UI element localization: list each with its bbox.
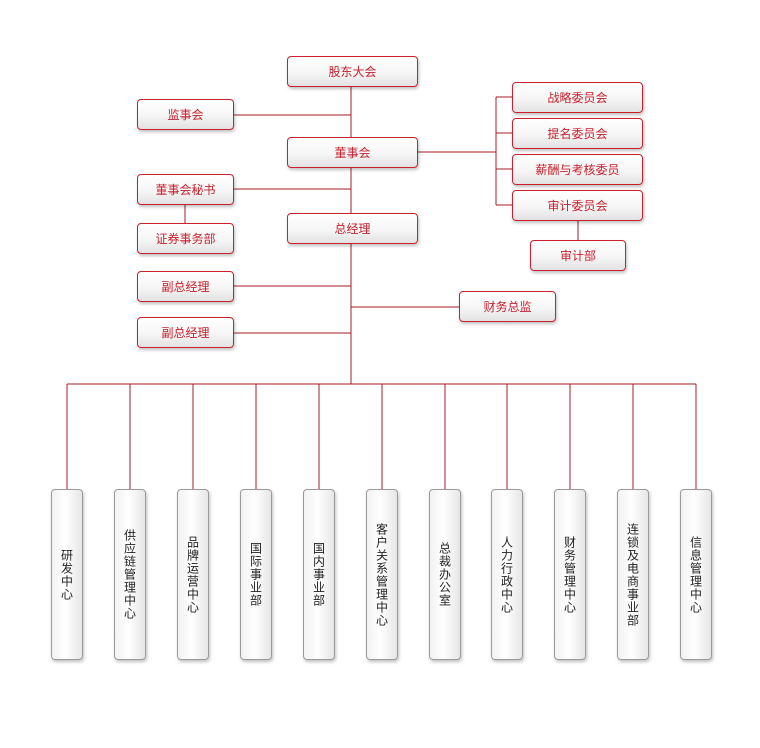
node-board-secretary[interactable]: 董事会秘书 bbox=[137, 174, 234, 205]
dept-label: 人力行政中心 bbox=[499, 535, 514, 614]
node-compensation-committee[interactable]: 薪酬与考核委员 bbox=[512, 154, 643, 185]
dept-label: 国际事业部 bbox=[248, 542, 263, 607]
dept-international[interactable]: 国际事业部 bbox=[240, 489, 272, 660]
node-nomination-committee[interactable]: 提名委员会 bbox=[512, 118, 643, 149]
dept-label: 财务管理中心 bbox=[562, 535, 577, 614]
dept-info-management[interactable]: 信息管理中心 bbox=[680, 489, 712, 660]
dept-label: 总裁办公室 bbox=[437, 542, 452, 607]
dept-label: 供应链管理中心 bbox=[122, 529, 137, 620]
node-cfo[interactable]: 财务总监 bbox=[459, 291, 556, 322]
dept-label: 品牌运营中心 bbox=[185, 535, 200, 614]
node-general-manager[interactable]: 总经理 bbox=[287, 213, 418, 244]
dept-finance[interactable]: 财务管理中心 bbox=[554, 489, 586, 660]
dept-label: 研发中心 bbox=[59, 548, 74, 601]
node-shareholders[interactable]: 股东大会 bbox=[287, 56, 418, 87]
node-deputy-gm-1[interactable]: 副总经理 bbox=[137, 271, 234, 302]
dept-supply-chain[interactable]: 供应链管理中心 bbox=[114, 489, 146, 660]
dept-brand-operations[interactable]: 品牌运营中心 bbox=[177, 489, 209, 660]
node-strategy-committee[interactable]: 战略委员会 bbox=[512, 82, 643, 113]
node-audit-committee[interactable]: 审计委员会 bbox=[512, 190, 643, 221]
dept-hr-admin[interactable]: 人力行政中心 bbox=[491, 489, 523, 660]
dept-domestic[interactable]: 国内事业部 bbox=[303, 489, 335, 660]
node-securities-dept[interactable]: 证券事务部 bbox=[137, 223, 234, 254]
node-board[interactable]: 董事会 bbox=[287, 137, 418, 168]
node-audit-dept[interactable]: 审计部 bbox=[530, 240, 626, 271]
dept-crm[interactable]: 客户关系管理中心 bbox=[366, 489, 398, 660]
dept-chain-ecommerce[interactable]: 连锁及电商事业部 bbox=[617, 489, 649, 660]
dept-rd-center[interactable]: 研发中心 bbox=[51, 489, 83, 660]
node-supervisory-board[interactable]: 监事会 bbox=[137, 99, 234, 130]
node-deputy-gm-2[interactable]: 副总经理 bbox=[137, 317, 234, 348]
dept-label: 信息管理中心 bbox=[688, 535, 703, 614]
dept-label: 连锁及电商事业部 bbox=[625, 522, 640, 627]
dept-label: 客户关系管理中心 bbox=[374, 522, 389, 627]
dept-label: 国内事业部 bbox=[311, 542, 326, 607]
dept-president-office[interactable]: 总裁办公室 bbox=[429, 489, 461, 660]
